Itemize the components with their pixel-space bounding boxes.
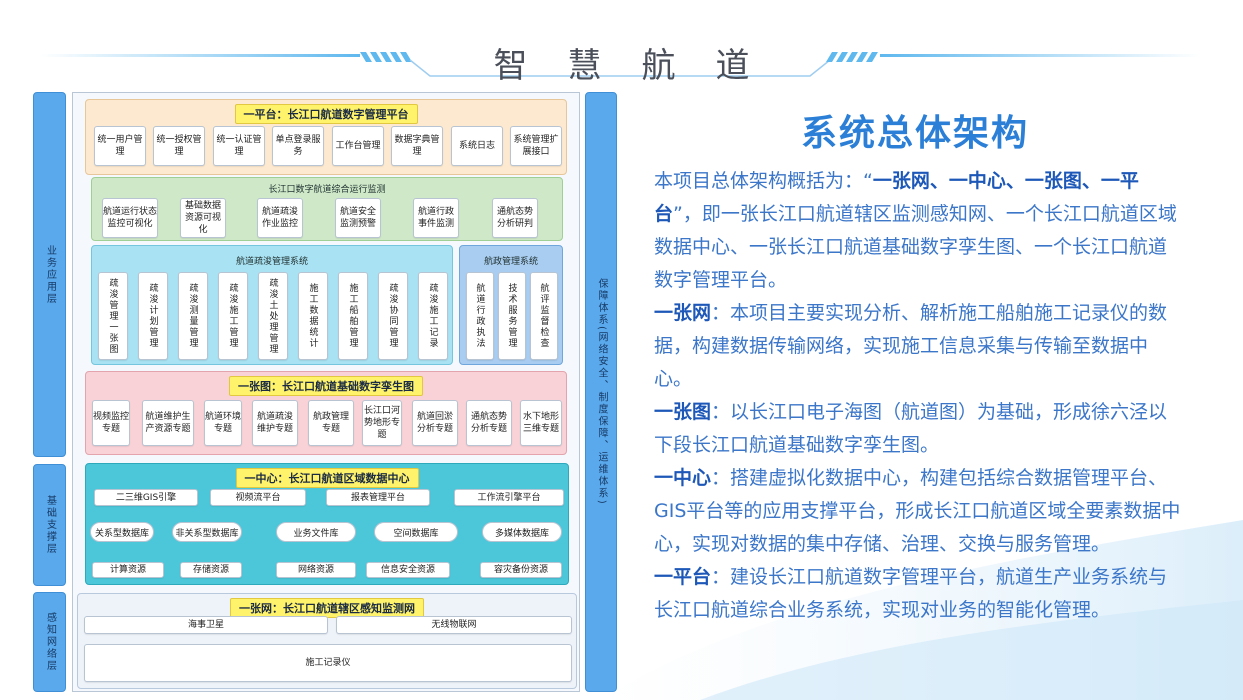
dredge-item: 疏浚管理一张图 xyxy=(98,272,128,360)
platform-panel: 一平台：长江口航道数字管理平台 统一用户管理 统一授权管理 统一认证管理 单点登… xyxy=(85,99,567,175)
center-title: 一中心：长江口航道区域数据中心 xyxy=(235,468,419,488)
monitor-panel: 长江口数字航道综合运行监测 航道运行状态监控可视化 基础数据资源可视化 航道疏浚… xyxy=(91,177,563,241)
network-panel: 一张网：长江口航道辖区感知监测网 海事卫星 无线物联网 施工记录仪 xyxy=(77,593,577,689)
center-database: 非关系型数据库 xyxy=(172,522,242,542)
monitor-item: 航道安全监测预警 xyxy=(335,198,381,238)
twin-item: 航道维护生产资源专题 xyxy=(142,400,194,446)
network-item: 海事卫星 xyxy=(84,616,328,634)
twin-item: 航政管理专题 xyxy=(308,400,354,446)
monitor-item: 通航态势分析研判 xyxy=(492,198,538,238)
center-engine: 视频流平台 xyxy=(210,489,306,506)
desc-paragraph-network: 一张网：本项目主要实现分析、解析施工船舶施工记录仪的数据，构建数据传输网络，实现… xyxy=(654,302,1168,390)
dredge-item: 疏浚计划管理 xyxy=(138,272,168,360)
platform-title: 一平台：长江口航道数字管理平台 xyxy=(234,104,418,124)
layer-label-sense: 感知网络层 xyxy=(33,592,66,692)
platform-item: 统一授权管理 xyxy=(153,126,205,166)
twin-item: 水下地形三维专题 xyxy=(520,400,562,446)
dredge-item: 疏浚施工管理 xyxy=(218,272,248,360)
twin-item: 长江口河势地形专题 xyxy=(362,400,402,446)
center-engine: 工作流引擎平台 xyxy=(454,489,564,506)
twin-item: 航道回淤分析专题 xyxy=(412,400,458,446)
twin-item: 通航态势分析专题 xyxy=(466,400,512,446)
monitor-item: 基础数据资源可视化 xyxy=(180,198,226,238)
dredge-item: 施工船舶管理 xyxy=(338,272,368,360)
network-title: 一张网：长江口航道辖区感知监测网 xyxy=(230,598,424,618)
desc-paragraph-platform: 一平台：建设长江口航道数字管理平台，航道生产业务系统与长江口航道综合业务系统，实… xyxy=(654,566,1168,621)
center-database: 关系型数据库 xyxy=(90,522,154,542)
layer-label-base: 基础支撑层 xyxy=(33,464,66,586)
admin-panel: 航政管理系统 航道行政执法 技术服务管理 航评监督检查 xyxy=(459,245,563,365)
desc-paragraph-overview: 本项目总体架构概括为：“一张网、一中心、一张图、一平台”，即一张长江口航道辖区监… xyxy=(654,170,1177,291)
twin-item: 航道疏浚维护专题 xyxy=(252,400,298,446)
platform-item: 数据字典管理 xyxy=(391,126,443,166)
header-decoration xyxy=(40,52,1200,77)
network-item: 施工记录仪 xyxy=(84,644,572,682)
page-title: 智慧航道 xyxy=(493,46,790,86)
dredge-item: 疏浚协同管理 xyxy=(378,272,408,360)
admin-item: 航道行政执法 xyxy=(466,272,494,360)
dredge-title: 航道疏浚管理系统 xyxy=(235,257,308,267)
architecture-diagram: 一平台：长江口航道数字管理平台 统一用户管理 统一授权管理 统一认证管理 单点登… xyxy=(72,92,580,692)
center-resource: 信息安全资源 xyxy=(366,562,450,578)
twin-panel: 一张图：长江口航道基础数字孪生图 视频监控专题 航道维护生产资源专题 航道环境专… xyxy=(85,371,567,455)
layer-label-app: 业务应用层 xyxy=(33,92,66,457)
dredge-panel: 航道疏浚管理系统 疏浚管理一张图 疏浚计划管理 疏浚测量管理 疏浚施工管理 疏浚… xyxy=(91,245,453,365)
center-resource: 网络资源 xyxy=(276,562,356,578)
dredge-item: 疏浚土处理管理 xyxy=(258,272,288,360)
platform-item: 工作台管理 xyxy=(332,126,384,166)
center-engine: 报表管理平台 xyxy=(326,489,430,506)
admin-item: 航评监督检查 xyxy=(530,272,558,360)
dredge-item: 疏浚测量管理 xyxy=(178,272,208,360)
admin-item: 技术服务管理 xyxy=(498,272,526,360)
twin-title: 一张图：长江口航道基础数字孪生图 xyxy=(229,376,423,396)
center-engine: 二三维GIS引擎 xyxy=(94,489,198,506)
section-heading: 系统总体架构 xyxy=(800,113,1029,154)
twin-item: 航道环境专题 xyxy=(204,400,242,446)
platform-item: 统一用户管理 xyxy=(94,126,146,166)
center-panel: 一中心：长江口航道区域数据中心 二三维GIS引擎 视频流平台 报表管理平台 工作… xyxy=(85,463,569,585)
dredge-item: 疏浚施工记录 xyxy=(418,272,448,360)
center-resource: 容灾备份资源 xyxy=(480,562,562,578)
monitor-item: 航道运行状态监控可视化 xyxy=(102,198,158,238)
platform-item: 单点登录服务 xyxy=(272,126,324,166)
admin-title: 航政管理系统 xyxy=(483,257,538,267)
layer-label-guarantee: 保障体系(网络安全、制度保障、运维体系) xyxy=(585,92,617,692)
platform-item: 统一认证管理 xyxy=(213,126,265,166)
monitor-item: 航道行政事件监测 xyxy=(413,198,459,238)
center-database: 业务文件库 xyxy=(276,522,356,542)
center-database: 空间数据库 xyxy=(374,522,458,542)
dredge-item: 施工数据统计 xyxy=(298,272,328,360)
monitor-item: 航道疏浚作业监控 xyxy=(257,198,303,238)
monitor-title: 长江口数字航道综合运行监测 xyxy=(268,185,386,195)
page-header: 智慧航道 xyxy=(0,30,1243,100)
network-item: 无线物联网 xyxy=(336,616,572,634)
description: 本项目总体架构概括为：“一张网、一中心、一张图、一平台”，即一张长江口航道辖区监… xyxy=(654,165,1184,627)
platform-item: 系统管理扩展接口 xyxy=(510,126,562,166)
platform-item: 系统日志 xyxy=(451,126,503,166)
center-resource: 计算资源 xyxy=(92,562,164,578)
desc-paragraph-twin: 一张图：以长江口电子海图（航道图）为基础，形成徐六泾以下段长江口航道基础数字孪生… xyxy=(654,401,1168,456)
twin-item: 视频监控专题 xyxy=(92,400,130,446)
desc-paragraph-center: 一中心：搭建虚拟化数据中心，构建包括综合数据管理平台、GIS平台等的应用支撑平台… xyxy=(654,467,1181,555)
center-database: 多媒体数据库 xyxy=(482,522,562,542)
center-resource: 存储资源 xyxy=(180,562,242,578)
